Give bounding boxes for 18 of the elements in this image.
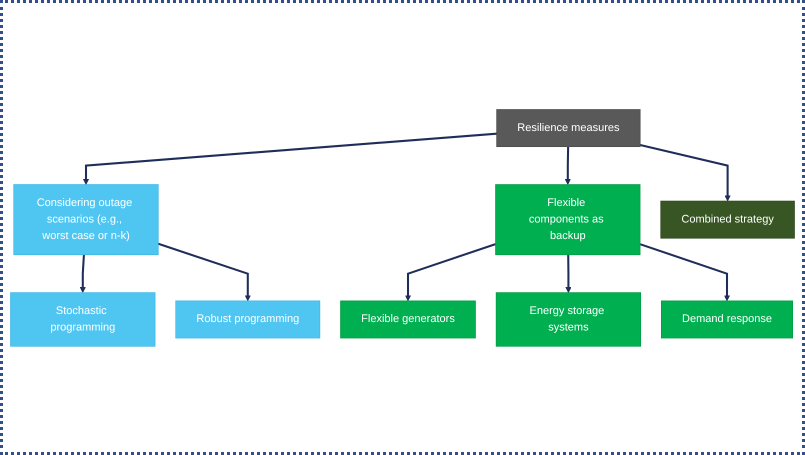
- node-box: [340, 300, 476, 338]
- node-box: [13, 184, 159, 255]
- arrow: [158, 242, 251, 301]
- arrow: [640, 242, 730, 301]
- arrow: [640, 144, 731, 201]
- node-box: [495, 184, 640, 255]
- node-box: [175, 300, 320, 338]
- node-box: [496, 108, 641, 147]
- node-box: [10, 292, 156, 346]
- node-box: [661, 300, 793, 338]
- arrow: [404, 242, 496, 301]
- flowchart: Resilience measures Considering outage scenarios (e.g., worst case or n-k) Flexible components as backup Combined strategy Stochastic programming Robust programming Flexible generators Energy storage systems Demand response: [5, 104, 800, 352]
- arrow: [565, 254, 572, 292]
- arrow: [80, 254, 86, 292]
- node-box: [496, 292, 642, 346]
- node-box: [660, 200, 795, 238]
- arrow: [82, 132, 497, 184]
- arrow: [564, 146, 571, 184]
